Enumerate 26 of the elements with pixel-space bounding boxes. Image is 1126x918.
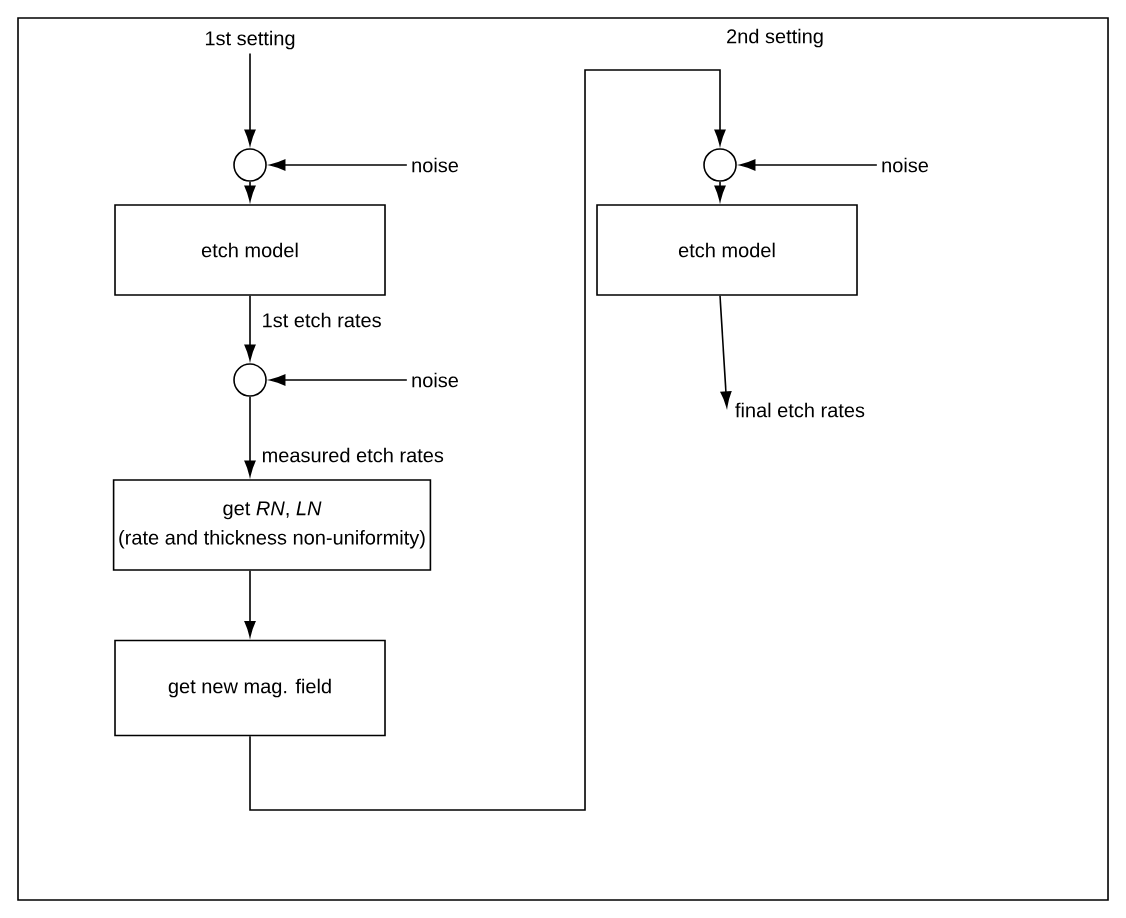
summing-junction [703, 148, 737, 182]
arrow [739, 159, 878, 171]
arrow [714, 181, 726, 202]
process-box: etch model [114, 204, 386, 296]
process-box: get RN, LN (rate and thickness non-uniformity) [112, 479, 432, 571]
process-box: get new mag. field [114, 639, 386, 737]
edge-label: 2nd setting [724, 27, 826, 49]
summing-junction [233, 363, 267, 397]
arrow [244, 570, 256, 637]
signal-label: noise [412, 372, 458, 388]
signal-label: 1st setting [205, 30, 295, 50]
arrow [244, 52, 256, 146]
signal-label: noise [412, 157, 458, 173]
arrow [249, 69, 726, 811]
signal-label: noise [882, 157, 928, 173]
edge-label: measured etch rates [260, 446, 446, 464]
arrow [244, 295, 256, 361]
arrow [244, 181, 256, 202]
arrow [719, 295, 732, 407]
summing-junction [233, 148, 267, 182]
arrow [269, 159, 408, 171]
signal-label: final etch rates [735, 402, 865, 418]
process-box: etch model [596, 204, 858, 296]
edge-label: 1st etch rates [260, 311, 383, 329]
arrow [244, 396, 256, 477]
arrow [269, 374, 408, 386]
